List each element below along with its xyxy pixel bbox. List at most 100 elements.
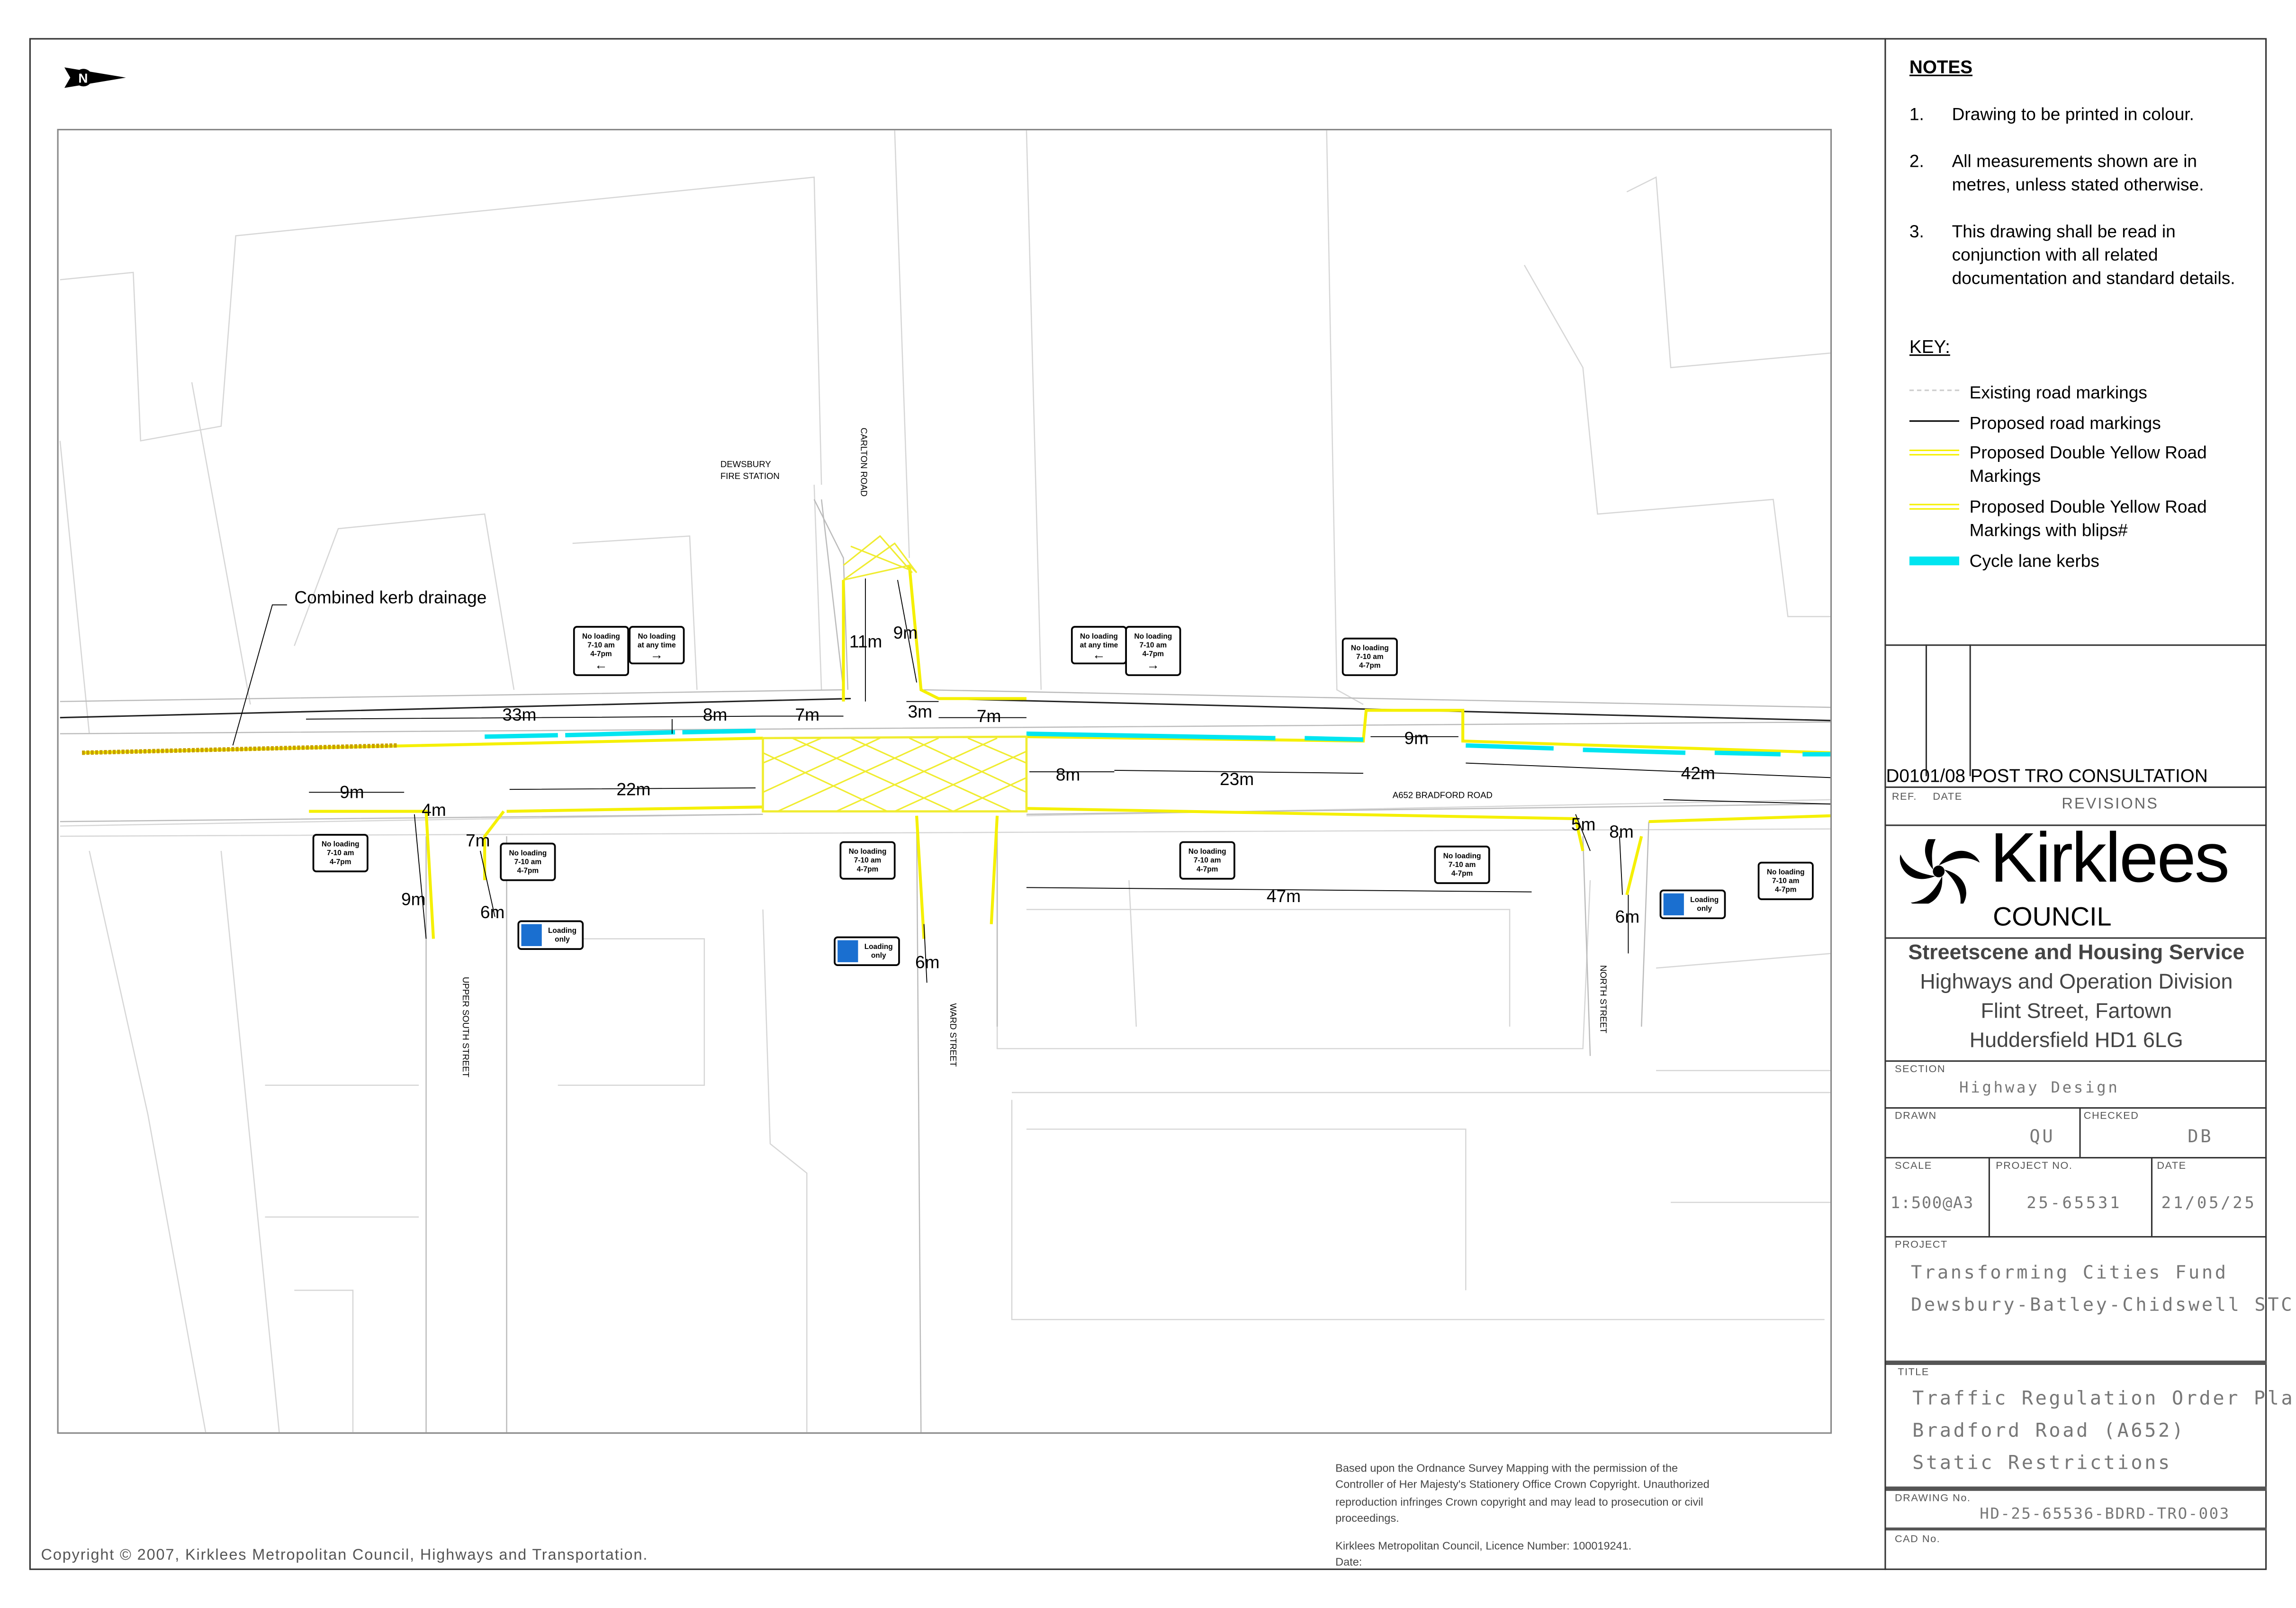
scale-label: SCALE bbox=[1895, 1161, 1932, 1172]
dim-label: 11m bbox=[849, 631, 882, 651]
dim-label: 9m bbox=[401, 889, 426, 909]
map-canvas: 33m 8m 7m 11m 9m 3m 7m 9m 42m 23m 8m 22m… bbox=[59, 130, 1831, 1433]
svg-text:No loading: No loading bbox=[1080, 632, 1118, 641]
project-label: PROJECT bbox=[1895, 1240, 1948, 1251]
dim-label: 9m bbox=[340, 782, 364, 802]
title-line: Static Restrictions bbox=[1912, 1453, 2172, 1475]
drainage-leader bbox=[232, 604, 287, 746]
drawn-label: DRAWN bbox=[1895, 1111, 1937, 1122]
ward-street-label: WARD STREET bbox=[948, 1003, 958, 1066]
svg-text:7-10 am: 7-10 am bbox=[854, 857, 882, 865]
project-no-value: 25-65531 bbox=[2026, 1193, 2122, 1213]
arrow-left-icon: ← bbox=[594, 658, 608, 672]
svg-text:No loading: No loading bbox=[1189, 848, 1226, 856]
cad-no-label: CAD No. bbox=[1895, 1535, 1941, 1545]
kerb-lines bbox=[60, 499, 1831, 1433]
carlton-road-label: CARLTON ROAD bbox=[859, 428, 869, 497]
loading-trolley-icon bbox=[1663, 893, 1684, 916]
dim-label: 7m bbox=[795, 705, 820, 724]
bradford-road-label: A652 BRADFORD ROAD bbox=[1393, 790, 1493, 800]
dim-label: 23m bbox=[1220, 769, 1254, 789]
svg-text:Loading: Loading bbox=[864, 943, 893, 951]
dim-label: 22m bbox=[616, 779, 650, 799]
date-label: DATE bbox=[2157, 1161, 2187, 1172]
dimension-lines bbox=[306, 578, 1831, 983]
checked-label: CHECKED bbox=[2083, 1111, 2139, 1122]
title-panel: NOTES 1.Drawing to be printed in colour.… bbox=[1884, 38, 2296, 1570]
dim-label: 8m bbox=[1609, 822, 1634, 841]
title-line: Bradford Road (A652) bbox=[1912, 1420, 2186, 1443]
svg-text:4-7pm: 4-7pm bbox=[1143, 650, 1164, 658]
svg-text:4-7pm: 4-7pm bbox=[1775, 886, 1796, 894]
svg-text:4-7pm: 4-7pm bbox=[1359, 662, 1380, 670]
dim-label: 5m bbox=[1571, 814, 1596, 834]
dim-label: 4m bbox=[422, 800, 446, 820]
svg-text:No loading: No loading bbox=[1443, 852, 1481, 860]
arrow-left-icon: ← bbox=[1092, 647, 1106, 662]
svg-text:7-10 am: 7-10 am bbox=[327, 849, 354, 857]
svg-text:Loading: Loading bbox=[548, 927, 576, 935]
svg-text:7-10 am: 7-10 am bbox=[514, 858, 542, 866]
svg-text:4-7pm: 4-7pm bbox=[330, 858, 351, 866]
svg-text:No loading: No loading bbox=[1351, 644, 1389, 652]
dimension-labels: 33m 8m 7m 11m 9m 3m 7m 9m 42m 23m 8m 22m… bbox=[340, 623, 1715, 972]
fire-station-label: DEWSBURY bbox=[720, 459, 771, 469]
north-street-label: NORTH STREET bbox=[1599, 965, 1609, 1033]
svg-text:4-7pm: 4-7pm bbox=[1451, 870, 1473, 878]
yellow-box-junction bbox=[762, 535, 1028, 813]
title-line: Traffic Regulation Order Plan bbox=[1912, 1388, 2296, 1410]
ref-label: REF. bbox=[1891, 792, 1917, 803]
address-line: Huddersfield HD1 6LG bbox=[1969, 1030, 2183, 1053]
revisions-heading: REVISIONS bbox=[2062, 795, 2159, 813]
project-line: Dewsbury-Batley-Chidswell STC bbox=[1911, 1293, 2295, 1315]
scale-value: 1:500@A3 bbox=[1890, 1193, 1974, 1213]
svg-text:No loading: No loading bbox=[1767, 868, 1805, 876]
svg-text:7-10 am: 7-10 am bbox=[587, 641, 615, 649]
date-value: 21/05/25 bbox=[2161, 1193, 2257, 1213]
svg-text:No loading: No loading bbox=[322, 840, 360, 849]
svg-text:4-7pm: 4-7pm bbox=[517, 867, 539, 875]
svg-text:N: N bbox=[78, 71, 88, 86]
svg-text:7-10 am: 7-10 am bbox=[1140, 641, 1167, 649]
notes-heading: NOTES bbox=[1909, 57, 1973, 78]
address-line: Flint Street, Fartown bbox=[1981, 1000, 2172, 1024]
dim-label: 47m bbox=[1267, 886, 1301, 906]
kerb-drainage-label: Combined kerb drainage bbox=[294, 587, 486, 607]
drawn-value: QU bbox=[2029, 1126, 2055, 1147]
dim-label: 6m bbox=[480, 902, 505, 922]
svg-text:No loading: No loading bbox=[638, 632, 676, 641]
dim-label: 6m bbox=[915, 952, 940, 972]
loading-trolley-icon bbox=[521, 924, 542, 946]
copyright-text: Copyright © 2007, Kirklees Metropolitan … bbox=[41, 1546, 648, 1564]
project-no-label: PROJECT NO. bbox=[1996, 1161, 2073, 1172]
arrow-right-icon: → bbox=[1146, 658, 1160, 672]
dim-label: 8m bbox=[703, 705, 728, 724]
section-label: SECTION bbox=[1895, 1065, 1946, 1075]
fire-station-label: FIRE STATION bbox=[720, 471, 780, 481]
svg-text:at any time: at any time bbox=[1080, 641, 1118, 649]
sheet-border bbox=[29, 38, 2267, 1570]
revision-entry: D0101/08 POST TRO CONSULTATION bbox=[1886, 766, 2208, 786]
address-line: Streetscene and Housing Service bbox=[1908, 941, 2245, 966]
svg-text:at any time: at any time bbox=[638, 641, 676, 649]
dim-label: 33m bbox=[502, 705, 536, 724]
svg-text:Loading: Loading bbox=[1690, 896, 1719, 904]
dim-label: 9m bbox=[893, 623, 918, 642]
section-value: Highway Design bbox=[1959, 1079, 2120, 1097]
dim-label: 42m bbox=[1681, 763, 1715, 783]
street-labels: DEWSBURY FIRE STATION CARLTON ROAD UPPER… bbox=[294, 428, 1608, 1077]
